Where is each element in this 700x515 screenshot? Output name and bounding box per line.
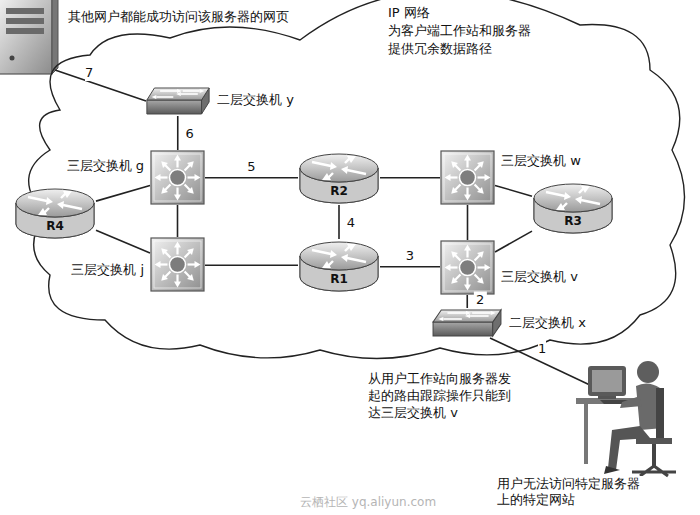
layer2-switch: 二层交换机 x <box>431 308 503 338</box>
cloud-caption: IP 网络为客户端工作站和服务器 提供冗余数据路径 <box>388 4 535 58</box>
callout-number: 2 <box>474 291 486 306</box>
device-label: 三层交换机 j <box>70 261 145 278</box>
layer3-switch: 三层交换机 w <box>440 150 495 205</box>
network-link <box>96 185 150 201</box>
network-link <box>338 205 340 239</box>
layer3-switch: 三层交换机 g <box>150 150 205 205</box>
callout-number: 3 <box>404 247 416 262</box>
layer3-switch: 三层交换机 j <box>150 237 205 292</box>
server-icon <box>0 0 58 74</box>
network-link <box>177 205 179 237</box>
layer3-switch: 三层交换机 v <box>440 240 495 295</box>
note-text: 用户无法访问特定服务器 上的特定网站 <box>497 476 644 508</box>
router-name: R1 <box>298 272 380 286</box>
device-label: 二层交换机 x <box>508 314 587 331</box>
router: R4 <box>14 186 96 240</box>
callout-number: 6 <box>184 126 196 141</box>
network-link <box>495 231 532 252</box>
l3-shape <box>150 150 205 205</box>
network-link <box>380 177 440 179</box>
l2-shape <box>145 86 211 116</box>
network-link <box>205 264 298 266</box>
network-link <box>177 116 179 150</box>
callout-number: 7 <box>85 64 93 81</box>
link-line <box>55 70 146 101</box>
cloud-heading: IP 网络 <box>388 4 535 22</box>
router-name: R3 <box>532 214 614 228</box>
note-text: 从用户工作站向服务器发 起的路由跟踪操作只能到 达三层交换机 v <box>368 370 515 421</box>
user-workstation <box>576 361 676 476</box>
router-name: R2 <box>298 184 380 198</box>
layer2-switch: 二层交换机 y <box>145 86 211 116</box>
network-link <box>380 266 440 268</box>
l3-shape <box>150 237 205 292</box>
l3-shape <box>440 150 495 205</box>
network-link <box>466 295 468 308</box>
watermark: 云栖社区 yq.aliyun.com <box>300 494 436 511</box>
router: R1 <box>298 239 380 293</box>
l3-shape <box>440 240 495 295</box>
network-cloud: IP 网络为客户端工作站和服务器 提供冗余数据路径二层交换机 y 三层交换机 g R… <box>0 0 700 372</box>
network-link <box>467 205 469 240</box>
network-link <box>205 177 298 179</box>
device-label: 二层交换机 y <box>216 91 295 108</box>
device-label: 三层交换机 v <box>500 268 579 285</box>
callout-number: 4 <box>345 215 357 230</box>
cloud-outline <box>29 0 685 359</box>
l2-shape <box>431 308 503 338</box>
router: R2 <box>298 151 380 205</box>
device-label: 三层交换机 w <box>500 152 582 169</box>
network-link <box>495 185 532 196</box>
router: R3 <box>532 181 614 235</box>
callout-number: 1 <box>538 340 546 357</box>
cloud-body: 为客户端工作站和服务器 提供冗余数据路径 <box>388 22 535 58</box>
device-label: 三层交换机 g <box>66 157 145 174</box>
callout-number: 5 <box>245 158 257 173</box>
network-link <box>96 230 150 253</box>
note-text: 其他网户都能成功访问该服务器的网页 <box>68 8 289 25</box>
router-name: R4 <box>14 219 96 233</box>
